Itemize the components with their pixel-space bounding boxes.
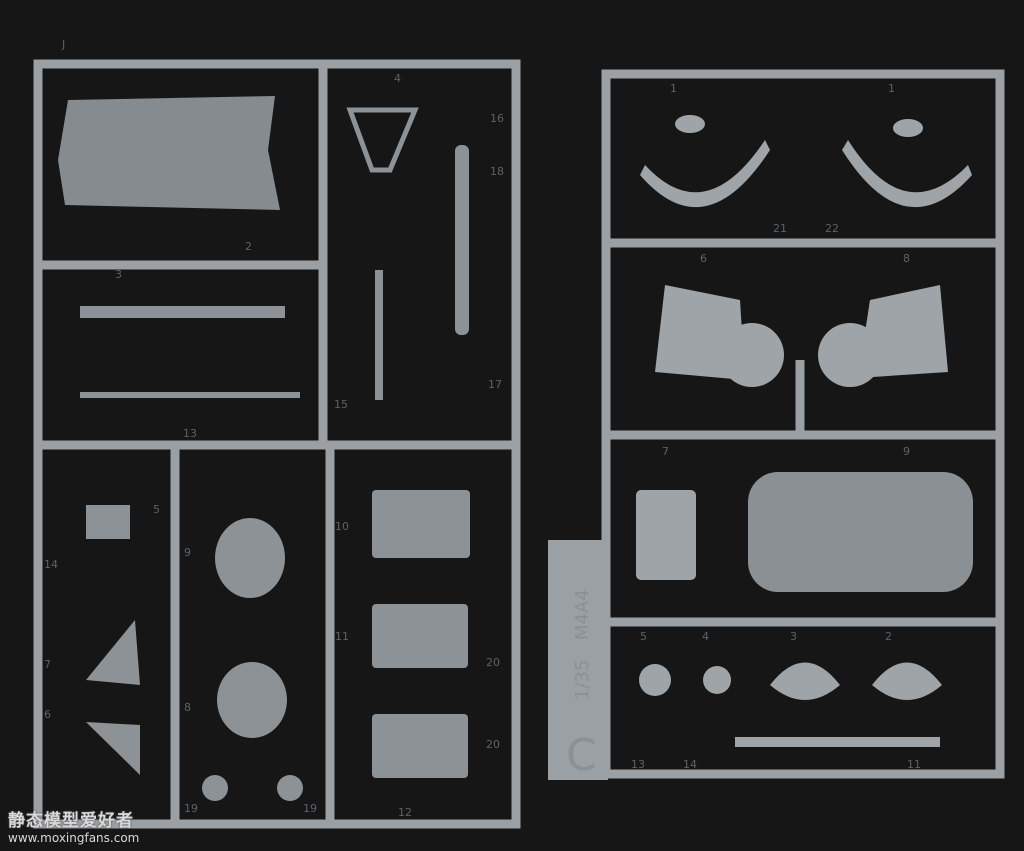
part-number-label: 16	[490, 112, 504, 125]
part-number-label: 7	[44, 658, 51, 671]
part-number-label: 8	[903, 252, 910, 265]
part-number-label: 13	[183, 427, 197, 440]
watermark-title: 静态模型爱好者	[8, 811, 134, 831]
part-number-label: 3	[115, 268, 122, 281]
part-number-label: 9	[903, 445, 910, 458]
part-number-label: 11	[335, 630, 349, 643]
part-number-label: 6	[700, 252, 707, 265]
part-number-label: 12	[398, 806, 412, 819]
part-number-label: 7	[662, 445, 669, 458]
part-number-label: 21	[773, 222, 787, 235]
part-number-label: 1	[888, 82, 895, 95]
fuel-tank-part	[748, 472, 973, 592]
part-number-label: 2	[245, 240, 252, 253]
sprue-label-tab	[548, 540, 608, 780]
part-number-label: 14	[683, 758, 697, 771]
part-number-label: 6	[44, 708, 51, 721]
part-number-label: 4	[394, 72, 401, 85]
sprue-letter: C	[566, 730, 597, 781]
sprue-scale: 1/35	[572, 660, 593, 700]
part-number-label: 2	[885, 630, 892, 643]
right-part-numbers: 1 1 22 21 6 8 7 9 5 4 3 2 13 14 11	[631, 82, 921, 771]
part-number-label: 11	[907, 758, 921, 771]
part-number-label: 18	[490, 165, 504, 178]
watermark-url: www.moxingfans.com	[8, 831, 140, 845]
part-number-label: 20	[486, 738, 500, 751]
part-number-label: 3	[790, 630, 797, 643]
part-number-label: 1	[670, 82, 677, 95]
part-number-label: 19	[184, 802, 198, 815]
part-number-label: 10	[335, 520, 349, 533]
part-number-label: 8	[184, 701, 191, 714]
part-number-label: 15	[334, 398, 348, 411]
part-number-label: 22	[825, 222, 839, 235]
left-part-numbers: 2 3 4 16 18 15 17 13 5 14 7 6 9 8 10 11 …	[44, 72, 504, 819]
sprue-model: M4A4	[572, 589, 593, 640]
left-parts	[58, 96, 470, 801]
right-sprue-frame	[601, 69, 1005, 779]
part-number-label: 5	[640, 630, 647, 643]
part-number-label: 19	[303, 802, 317, 815]
part-number-label: 13	[631, 758, 645, 771]
part-number-label: 5	[153, 503, 160, 516]
part-number-label: 14	[44, 558, 58, 571]
left-sprue-frame	[33, 59, 521, 829]
part-number-label: 20	[486, 656, 500, 669]
part-number-label: 17	[488, 378, 502, 391]
hull-plate-part	[58, 96, 280, 210]
watermark: 静态模型爱好者 www.moxingfans.com	[8, 806, 139, 845]
sprue-tag: J	[61, 38, 65, 51]
right-parts	[548, 115, 973, 780]
part-number-label: 4	[702, 630, 709, 643]
part-number-label: 9	[184, 546, 191, 559]
